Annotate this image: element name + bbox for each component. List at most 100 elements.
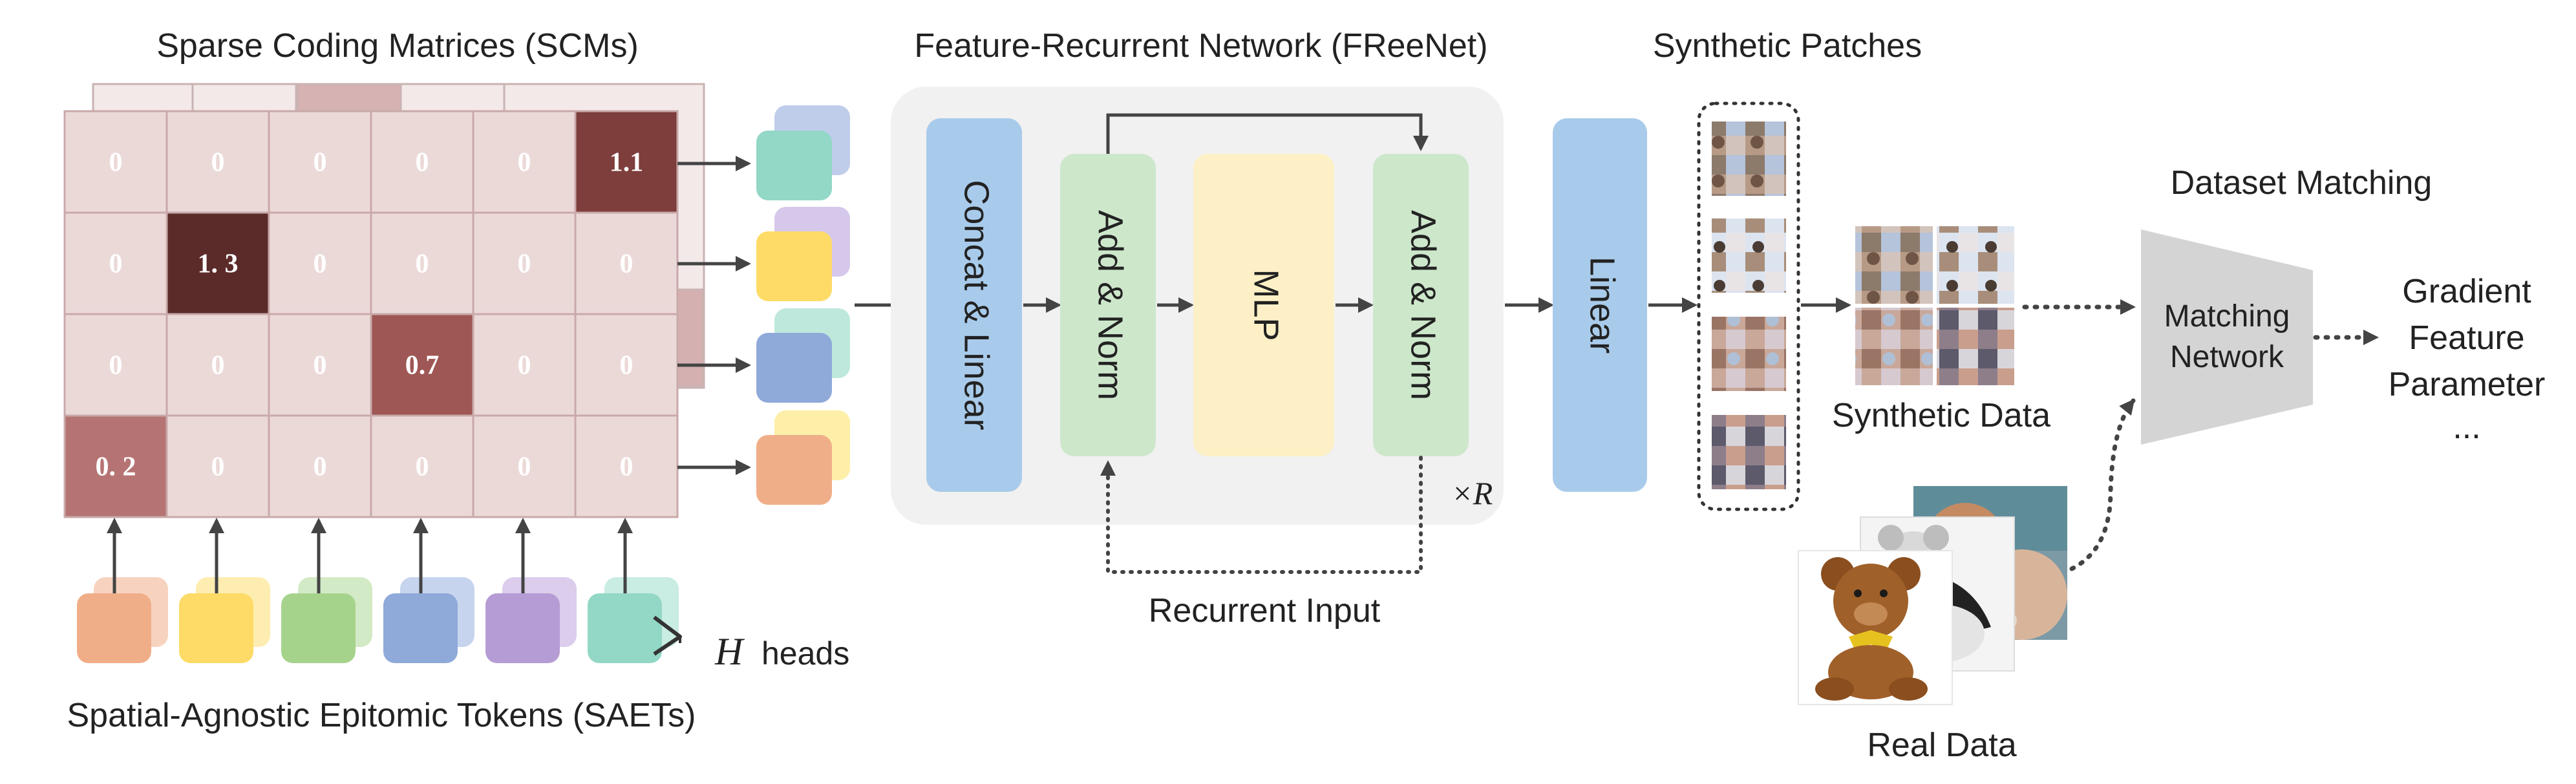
saets-label: Spatial-Agnostic Epitomic Tokens (SAETs) <box>67 697 696 734</box>
scm-cell-value: 0. 2 <box>96 452 136 482</box>
concat-linear-label: Concat & Linear <box>957 180 996 430</box>
output-ellipsis: ... <box>2453 408 2480 446</box>
real-data-images <box>1798 486 2067 705</box>
synthetic-patches-title: Synthetic Patches <box>1653 27 1922 65</box>
arrow-real-to-matching <box>2069 398 2136 571</box>
heads-variable: H <box>714 630 745 673</box>
scm-cell <box>472 110 577 214</box>
synthetic-data-tile-4 <box>1937 308 2014 385</box>
scm-cell <box>63 110 168 214</box>
linear-label: Linear <box>1583 257 1622 354</box>
scm-cell-value: 1.1 <box>610 148 644 178</box>
scm-cell <box>165 414 270 518</box>
scm-cell <box>63 313 168 417</box>
scm-cell-value: 0 <box>620 452 633 482</box>
scm-cell <box>63 211 168 315</box>
scm-cell-value: 0 <box>518 249 531 279</box>
output-gradient: Gradient <box>2402 273 2531 310</box>
scms-title: Sparse Coding Matrices (SCMs) <box>156 27 639 65</box>
skip-connection <box>1106 113 1429 154</box>
scm-row-arrows <box>677 156 751 475</box>
synthetic-patch-1 <box>1712 122 1786 196</box>
composed-tokens <box>756 105 850 505</box>
scm-cell <box>574 313 679 417</box>
add-norm-block-2 <box>1373 154 1469 456</box>
composed-token-yellow <box>756 231 832 301</box>
synthetic-data-tile-3 <box>1855 308 1933 385</box>
saet-token-yellow <box>179 593 253 663</box>
mlp-block <box>1193 154 1334 456</box>
freenet-title: Feature-Recurrent Network (FReeNet) <box>914 27 1487 65</box>
synthetic-patch-2 <box>1712 218 1786 293</box>
real-data-label: Real Data <box>1867 726 2016 764</box>
patches-dotted-box <box>1697 101 1800 511</box>
scm-cell-value: 0 <box>314 148 327 178</box>
scm-cell-value: 0 <box>211 148 225 178</box>
scm-cell-value: 0 <box>518 148 531 178</box>
composed-token-teal <box>756 131 832 200</box>
mlp-label: MLP <box>1247 269 1286 341</box>
heads-label: heads <box>761 635 849 672</box>
synthetic-data-tile-2 <box>1937 226 2014 304</box>
scm-cell-value: 0 <box>109 351 123 381</box>
concat-linear-block <box>926 118 1022 492</box>
scm-cell <box>472 313 577 417</box>
matching-network-shape <box>2141 229 2313 445</box>
scm-cell <box>574 211 679 315</box>
synthetic-patch-list <box>1712 122 1786 489</box>
scm-cell <box>268 211 372 315</box>
scm-cell <box>370 313 474 417</box>
output-feature: Feature <box>2409 319 2524 357</box>
scm-cell <box>370 414 474 518</box>
scm-cell-value: 0 <box>518 351 531 381</box>
scm-cell-value: 0 <box>620 351 633 381</box>
scm-cell <box>165 313 270 417</box>
scm-cell-value: 0.7 <box>405 351 440 381</box>
scm-cell-value: 0 <box>211 351 225 381</box>
scm-cell <box>472 211 577 315</box>
scm-cell-value: 1. 3 <box>198 249 239 279</box>
scm-cell-value: 0 <box>416 148 429 178</box>
synthetic-patch-4 <box>1712 415 1786 489</box>
saet-token-green <box>281 593 356 663</box>
scm-cell-value: 0 <box>518 452 531 482</box>
linear-block <box>1553 118 1647 492</box>
scm-cell <box>574 414 679 518</box>
saet-tokens <box>77 518 679 663</box>
saet-token-purple <box>485 593 560 663</box>
scm-cell-value: 0 <box>314 249 327 279</box>
scm-cell-value: 0 <box>314 452 327 482</box>
real-image-brown-teddy <box>1798 550 1953 705</box>
saet-token-blue <box>383 593 458 663</box>
dataset-matching-title: Dataset Matching <box>2171 164 2432 202</box>
scm-cell-value: 0 <box>416 452 429 482</box>
synthetic-data-grid <box>1855 226 2014 385</box>
recurrent-input-label: Recurrent Input <box>1149 592 1381 630</box>
output-parameter: Parameter <box>2389 366 2546 403</box>
scm-cell <box>268 110 372 214</box>
scm-cell-value: 0 <box>109 249 123 279</box>
scm-cell-value: 0 <box>109 148 123 178</box>
synthetic-patch-3 <box>1712 317 1786 391</box>
scm-cell <box>472 414 577 518</box>
scm-cell-value: 0 <box>211 452 225 482</box>
heads-bracket <box>653 615 682 656</box>
add-norm-label-1: Add & Norm <box>1091 210 1130 400</box>
synthetic-data-label: Synthetic Data <box>1832 397 2050 434</box>
matching-network-label-line2: Network <box>2170 340 2284 374</box>
composed-token-orange <box>756 435 832 505</box>
scm-matrix: 0 0 0 0 0 1.1 0 1. 3 0 0 0 0 0 0 0 0.7 0 0 0. 2 0 0 0 0 0 <box>63 110 679 518</box>
add-norm-block-1 <box>1060 154 1156 456</box>
synthetic-data-tile-1 <box>1855 226 1933 304</box>
add-norm-label-2: Add & Norm <box>1404 210 1443 400</box>
scm-cell-value: 0 <box>620 249 633 279</box>
matching-network-label-line1: Matching <box>2164 299 2290 334</box>
recurrent-loop <box>1100 456 1423 574</box>
scm-cell <box>268 313 372 417</box>
scm-cell-value: 0 <box>314 351 327 381</box>
scm-cell-value: 0 <box>416 249 429 279</box>
composed-token-blue <box>756 333 832 403</box>
saet-token-teal <box>588 593 662 663</box>
saet-token-orange <box>77 593 151 663</box>
